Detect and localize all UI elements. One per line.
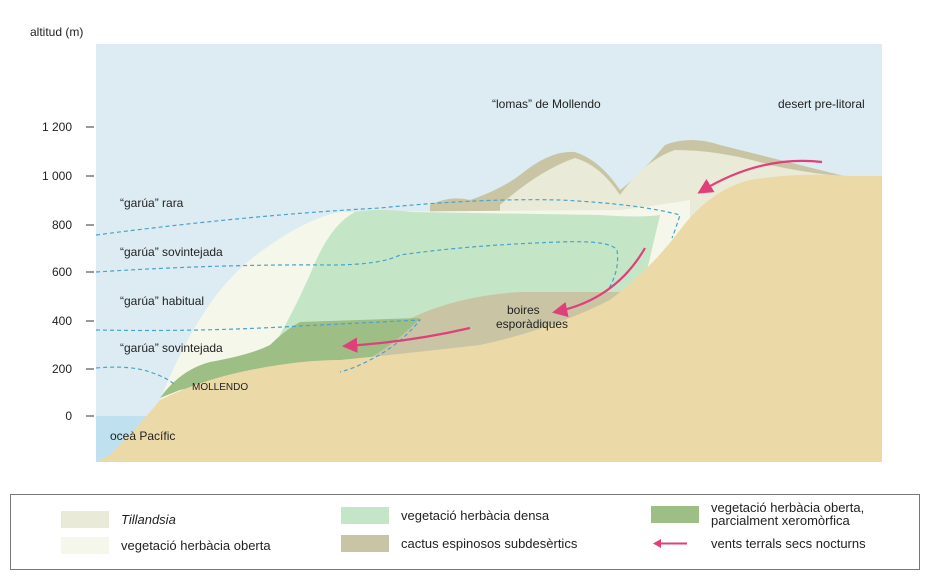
- legend-swatch-tillandsia: [61, 511, 109, 528]
- label-garua-habitual: “garúa” habitual: [120, 294, 204, 308]
- legend-label-xeromorphic: vegetació herbàcia oberta, parcialment x…: [711, 501, 864, 527]
- legend-label-dense-herbaceous: vegetació herbàcia densa: [401, 508, 550, 523]
- label-boires-line2: esporàdiques: [496, 317, 568, 331]
- wind-arrow-icon: [653, 539, 687, 548]
- label-garua-sovintejada-lower: “garúa” sovintejada: [120, 341, 223, 355]
- label-ocean: oceà Pacífic: [110, 429, 175, 443]
- legend-item-cactus: cactus espinosos subdesèrtics: [341, 535, 577, 552]
- axis-title: altitud (m): [30, 25, 83, 39]
- label-desert: desert pre-litoral: [778, 97, 865, 111]
- vegetation-profile-diagram: altitud (m) 1 200 1 000 800 600 400 200 …: [30, 25, 882, 462]
- label-lomas: “lomas” de Mollendo: [492, 97, 601, 111]
- legend-label-xeromorphic-line1: vegetació herbàcia oberta,: [711, 500, 865, 515]
- legend-swatch-dense-herbaceous: [341, 507, 389, 524]
- legend-label-tillandsia: Tillandsia: [121, 512, 176, 527]
- legend-item-xeromorphic: vegetació herbàcia oberta, parcialment x…: [651, 501, 864, 527]
- tick-label: 800: [52, 218, 72, 232]
- axis-ticks: 1 200 1 000 800 600 400 200 0: [42, 120, 94, 423]
- wind-arrow-lower: [341, 326, 471, 353]
- tick-label: 400: [52, 314, 72, 328]
- legend-label-open-herbaceous: vegetació herbàcia oberta: [121, 538, 271, 553]
- legend-label-cactus: cactus espinosos subdesèrtics: [401, 536, 578, 551]
- legend: Tillandsia vegetació herbàcia oberta veg…: [10, 494, 920, 570]
- tick-label: 1 000: [42, 169, 72, 183]
- legend-item-open-herbaceous: vegetació herbàcia oberta: [61, 537, 271, 554]
- legend-swatch-cactus: [341, 535, 389, 552]
- label-boires-line1: boires: [507, 303, 540, 317]
- tick-label: 600: [52, 265, 72, 279]
- legend-item-tillandsia: Tillandsia: [61, 511, 176, 528]
- legend-item-winds: vents terrals secs nocturns: [651, 535, 866, 552]
- tick-label: 1 200: [42, 120, 72, 134]
- legend-label-xeromorphic-line2: parcialment xeromòrfica: [711, 513, 850, 528]
- tick-label: 200: [52, 362, 72, 376]
- ground-profile: [96, 174, 882, 462]
- wind-arrow-middle: [551, 247, 646, 318]
- label-garua-rara: “garúa” rara: [120, 196, 184, 210]
- fog-line-rara: [95, 199, 681, 239]
- label-mollendo: MOLLENDO: [192, 382, 248, 393]
- legend-item-dense-herbaceous: vegetació herbàcia densa: [341, 507, 549, 524]
- label-garua-sovintejada-upper: “garúa” sovintejada: [120, 245, 223, 259]
- legend-swatch-xeromorphic: [651, 505, 699, 523]
- wind-arrow-upper: [697, 159, 823, 194]
- fog-line-habitual: [95, 319, 422, 373]
- legend-label-winds: vents terrals secs nocturns: [711, 536, 866, 551]
- legend-swatch-open-herbaceous: [61, 537, 109, 554]
- tick-label: 0: [65, 409, 72, 423]
